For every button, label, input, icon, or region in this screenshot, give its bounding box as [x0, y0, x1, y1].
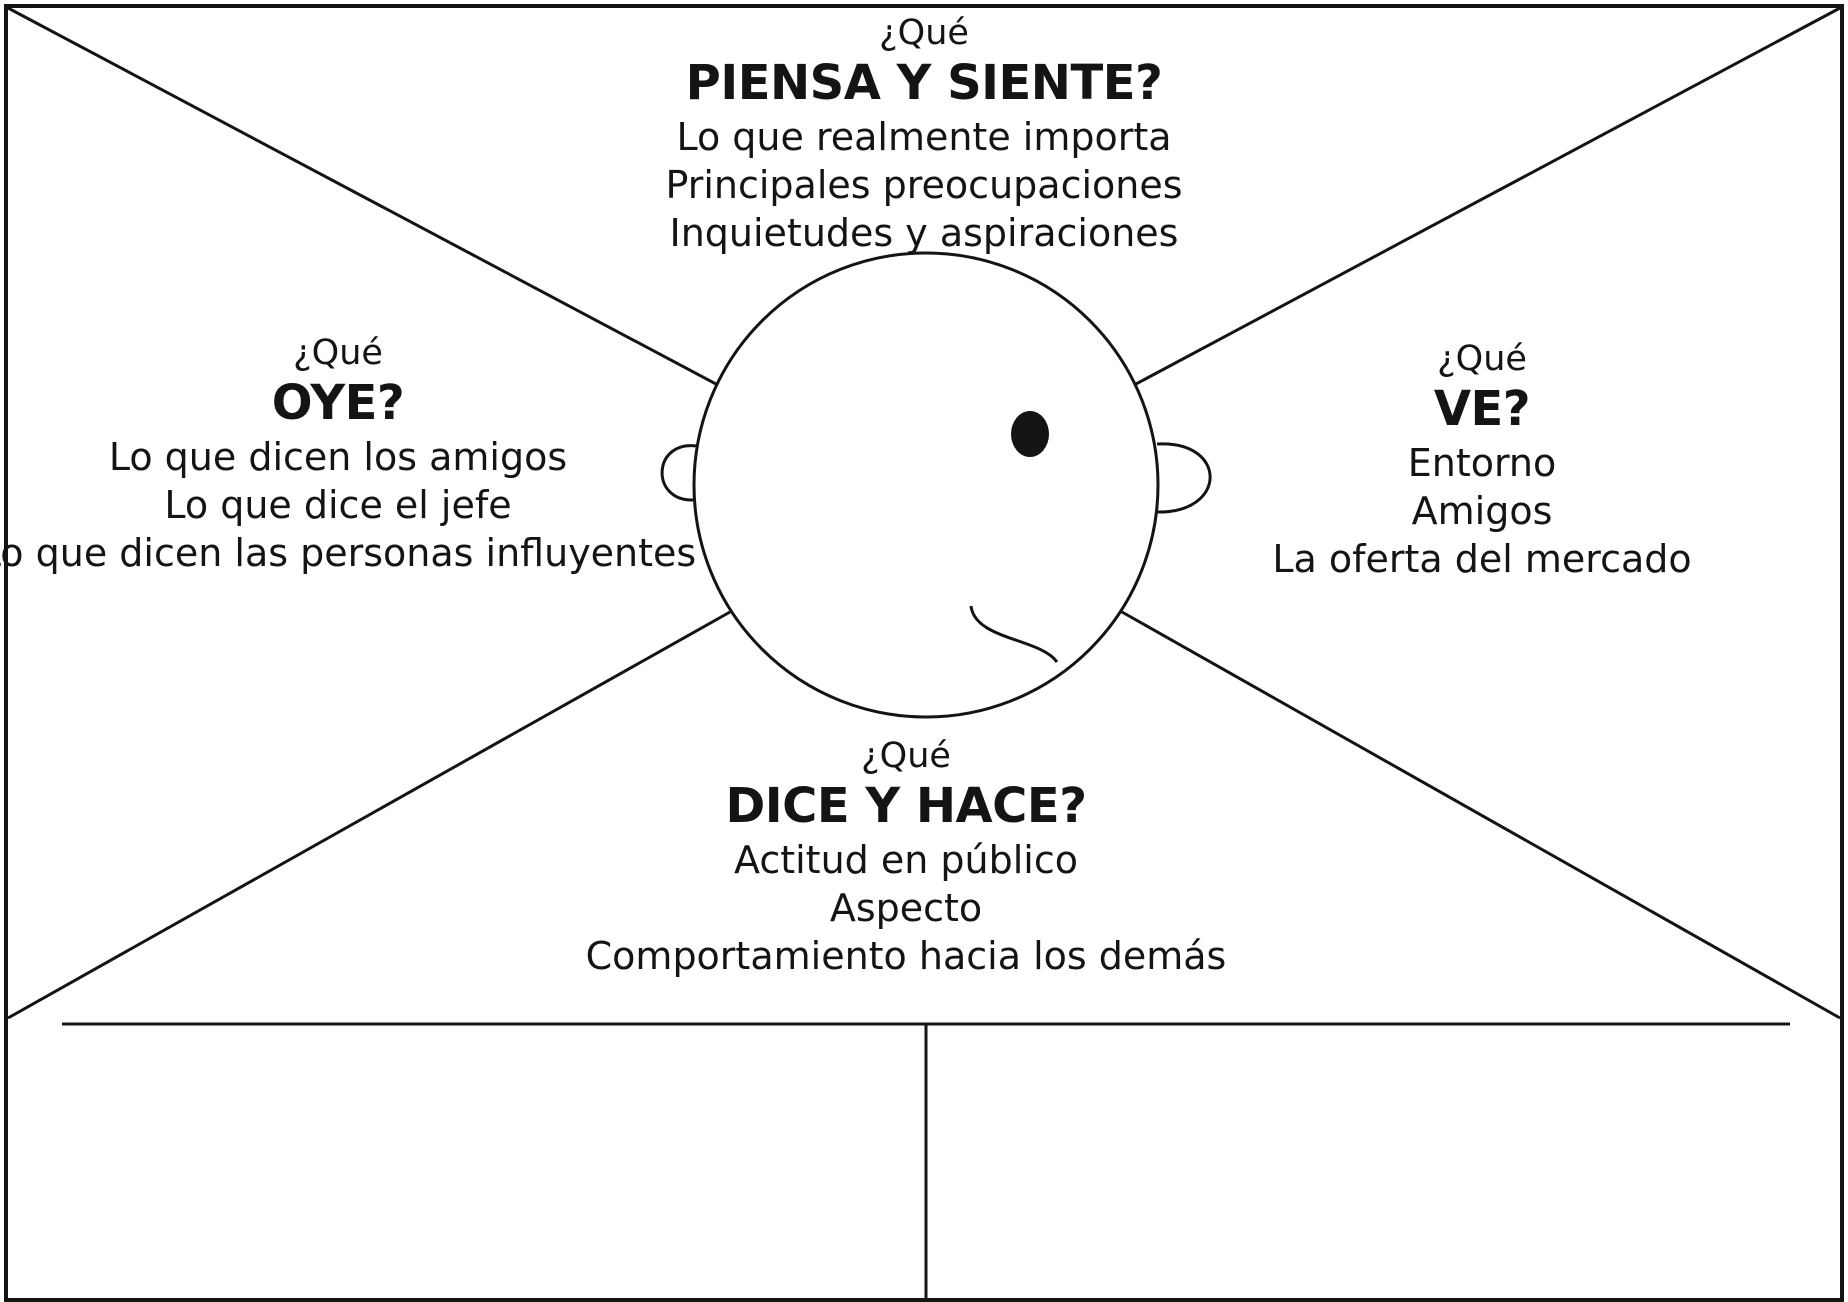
section-line: Aspecto [829, 885, 983, 930]
section-line: Entorno [1407, 440, 1557, 485]
outer-frame [4, 4, 1844, 1302]
section-line: Amigos [1411, 488, 1553, 533]
section-line: Comportamiento hacia los demás [585, 934, 1227, 979]
section-heading: PIENSA Y SIENTE? [685, 55, 1163, 111]
left-ear [660, 444, 698, 502]
question-prefix: ¿Qué [293, 333, 383, 373]
section-sees: ¿Qué VE? Entorno Amigos La oferta del me… [1272, 338, 1691, 583]
section-heading: DICE Y HACE? [725, 778, 1087, 834]
section-line: Lo que dicen los amigos [108, 434, 568, 479]
section-line: Lo que dice el jefe [164, 482, 512, 527]
mouth [969, 605, 1059, 663]
section-line: Lo que dicen las personas influyentes [0, 531, 697, 576]
eye [1011, 411, 1049, 457]
section-says-does: ¿Qué DICE Y HACE? Actitud en público Asp… [586, 735, 1227, 980]
divider-top-left [7, 6, 717, 386]
divider-top-right [1135, 6, 1841, 386]
section-line: Principales preocupaciones [665, 162, 1183, 207]
section-line: Actitud en público [734, 837, 1078, 882]
section-heading: OYE? [271, 375, 405, 431]
right-ear [1155, 442, 1212, 514]
question-prefix: ¿Qué [1437, 339, 1527, 379]
divider-bottom-left [7, 610, 731, 1020]
question-prefix: ¿Qué [879, 13, 969, 53]
head-circle [692, 251, 1160, 719]
question-prefix: ¿Qué [861, 736, 951, 776]
section-heading: VE? [1433, 381, 1531, 437]
section-line: La oferta del mercado [1272, 537, 1692, 582]
section-hears: ¿Qué OYE? Lo que dicen los amigos Lo que… [0, 332, 696, 577]
section-line: Lo que realmente importa [676, 114, 1172, 159]
section-line: Inquietudes y aspiraciones [669, 211, 1179, 256]
divider-bottom-right [1121, 610, 1841, 1020]
section-thinks-feels: ¿Qué PIENSA Y SIENTE? Lo que realmente i… [665, 12, 1182, 257]
